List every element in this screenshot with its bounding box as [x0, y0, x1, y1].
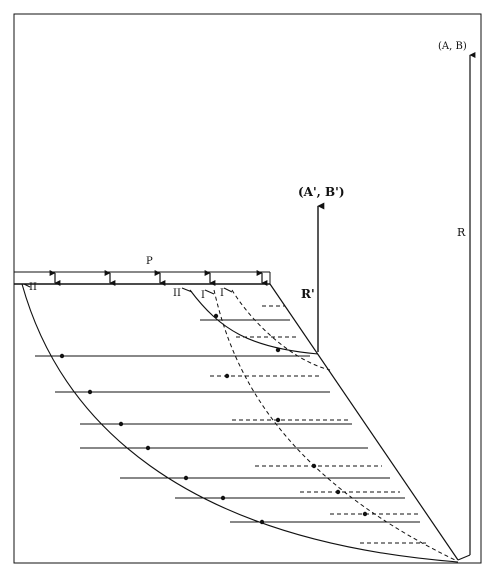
- label-r-prime: R': [301, 287, 315, 301]
- curve-ii-small: [189, 289, 319, 355]
- label-leaders: [23, 283, 233, 295]
- label-r: R: [457, 226, 466, 239]
- label-i-1: I: [201, 290, 205, 301]
- figure-frame: [13, 13, 482, 564]
- label-point-ab: (A, B): [438, 41, 467, 52]
- curve-i-dashed-1: [213, 289, 456, 561]
- label-p: P: [146, 256, 153, 267]
- diagonal-line: [269, 283, 459, 561]
- curve-ii-large: [21, 283, 459, 563]
- label-ii-inner: II: [173, 288, 181, 299]
- load-p-bar: [14, 270, 271, 286]
- label-i-2: I: [220, 288, 224, 299]
- solid-horizontals: [35, 319, 420, 523]
- curve-i-dashed-2: [231, 289, 331, 371]
- dashed-horizontals: [210, 305, 426, 544]
- label-point-ab-prime: (A', B'): [298, 185, 345, 199]
- r-base-link: [457, 554, 471, 561]
- label-ii-left: II: [29, 282, 37, 293]
- curve-dots: [59, 313, 368, 525]
